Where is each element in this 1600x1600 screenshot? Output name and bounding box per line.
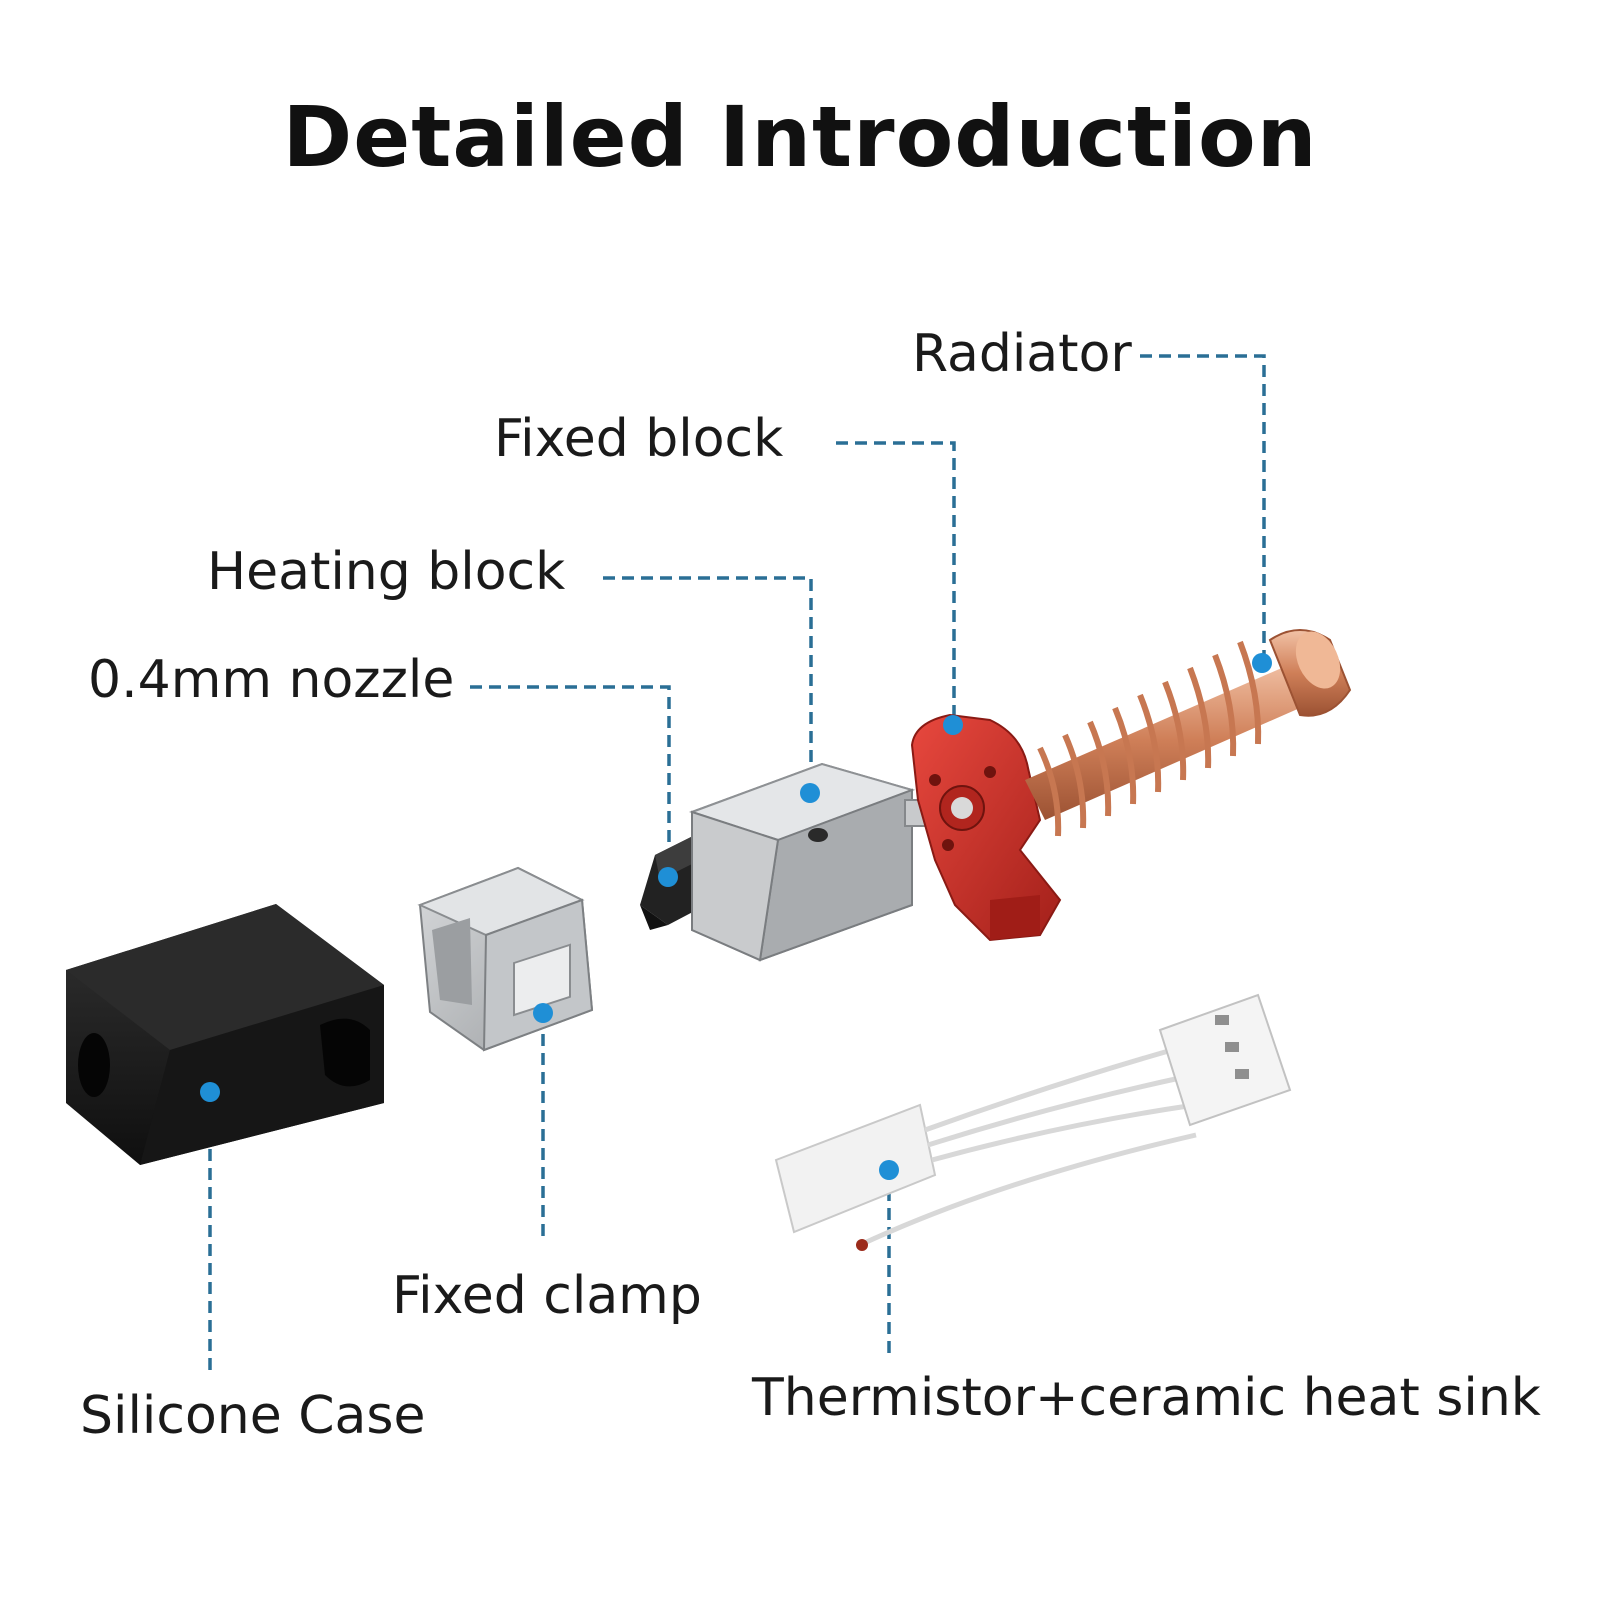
fixed-clamp-image bbox=[417, 866, 594, 1052]
label-silicone-case: Silicone Case bbox=[80, 1386, 426, 1446]
label-nozzle: 0.4mm nozzle bbox=[88, 650, 455, 710]
label-thermistor: Thermistor+ceramic heat sink bbox=[752, 1368, 1541, 1428]
leader-radiator bbox=[1140, 354, 1266, 660]
leader-fixed-block bbox=[836, 441, 956, 722]
label-heating-block: Heating block bbox=[207, 542, 566, 602]
page-title: Detailed Introduction bbox=[282, 88, 1318, 186]
label-radiator: Radiator bbox=[912, 324, 1132, 384]
dot-thermistor bbox=[879, 1160, 899, 1180]
dot-radiator bbox=[1252, 653, 1272, 673]
leader-nozzle bbox=[470, 685, 671, 875]
thermistor-image bbox=[774, 993, 1292, 1251]
label-fixed-clamp: Fixed clamp bbox=[392, 1266, 702, 1326]
silicone-case-image bbox=[66, 904, 384, 1165]
dot-fixed-clamp bbox=[533, 1003, 553, 1023]
dot-nozzle bbox=[658, 867, 678, 887]
label-fixed-block: Fixed block bbox=[494, 409, 784, 469]
heating-block-image bbox=[688, 762, 916, 962]
fixed-block-image bbox=[910, 713, 1062, 942]
radiator-image bbox=[1025, 629, 1352, 837]
dot-silicone-case bbox=[200, 1082, 220, 1102]
dot-fixed-block bbox=[943, 715, 963, 735]
leader-heating-block bbox=[603, 576, 813, 790]
dot-heating-block bbox=[800, 783, 820, 803]
marker-dots bbox=[200, 653, 1272, 1180]
